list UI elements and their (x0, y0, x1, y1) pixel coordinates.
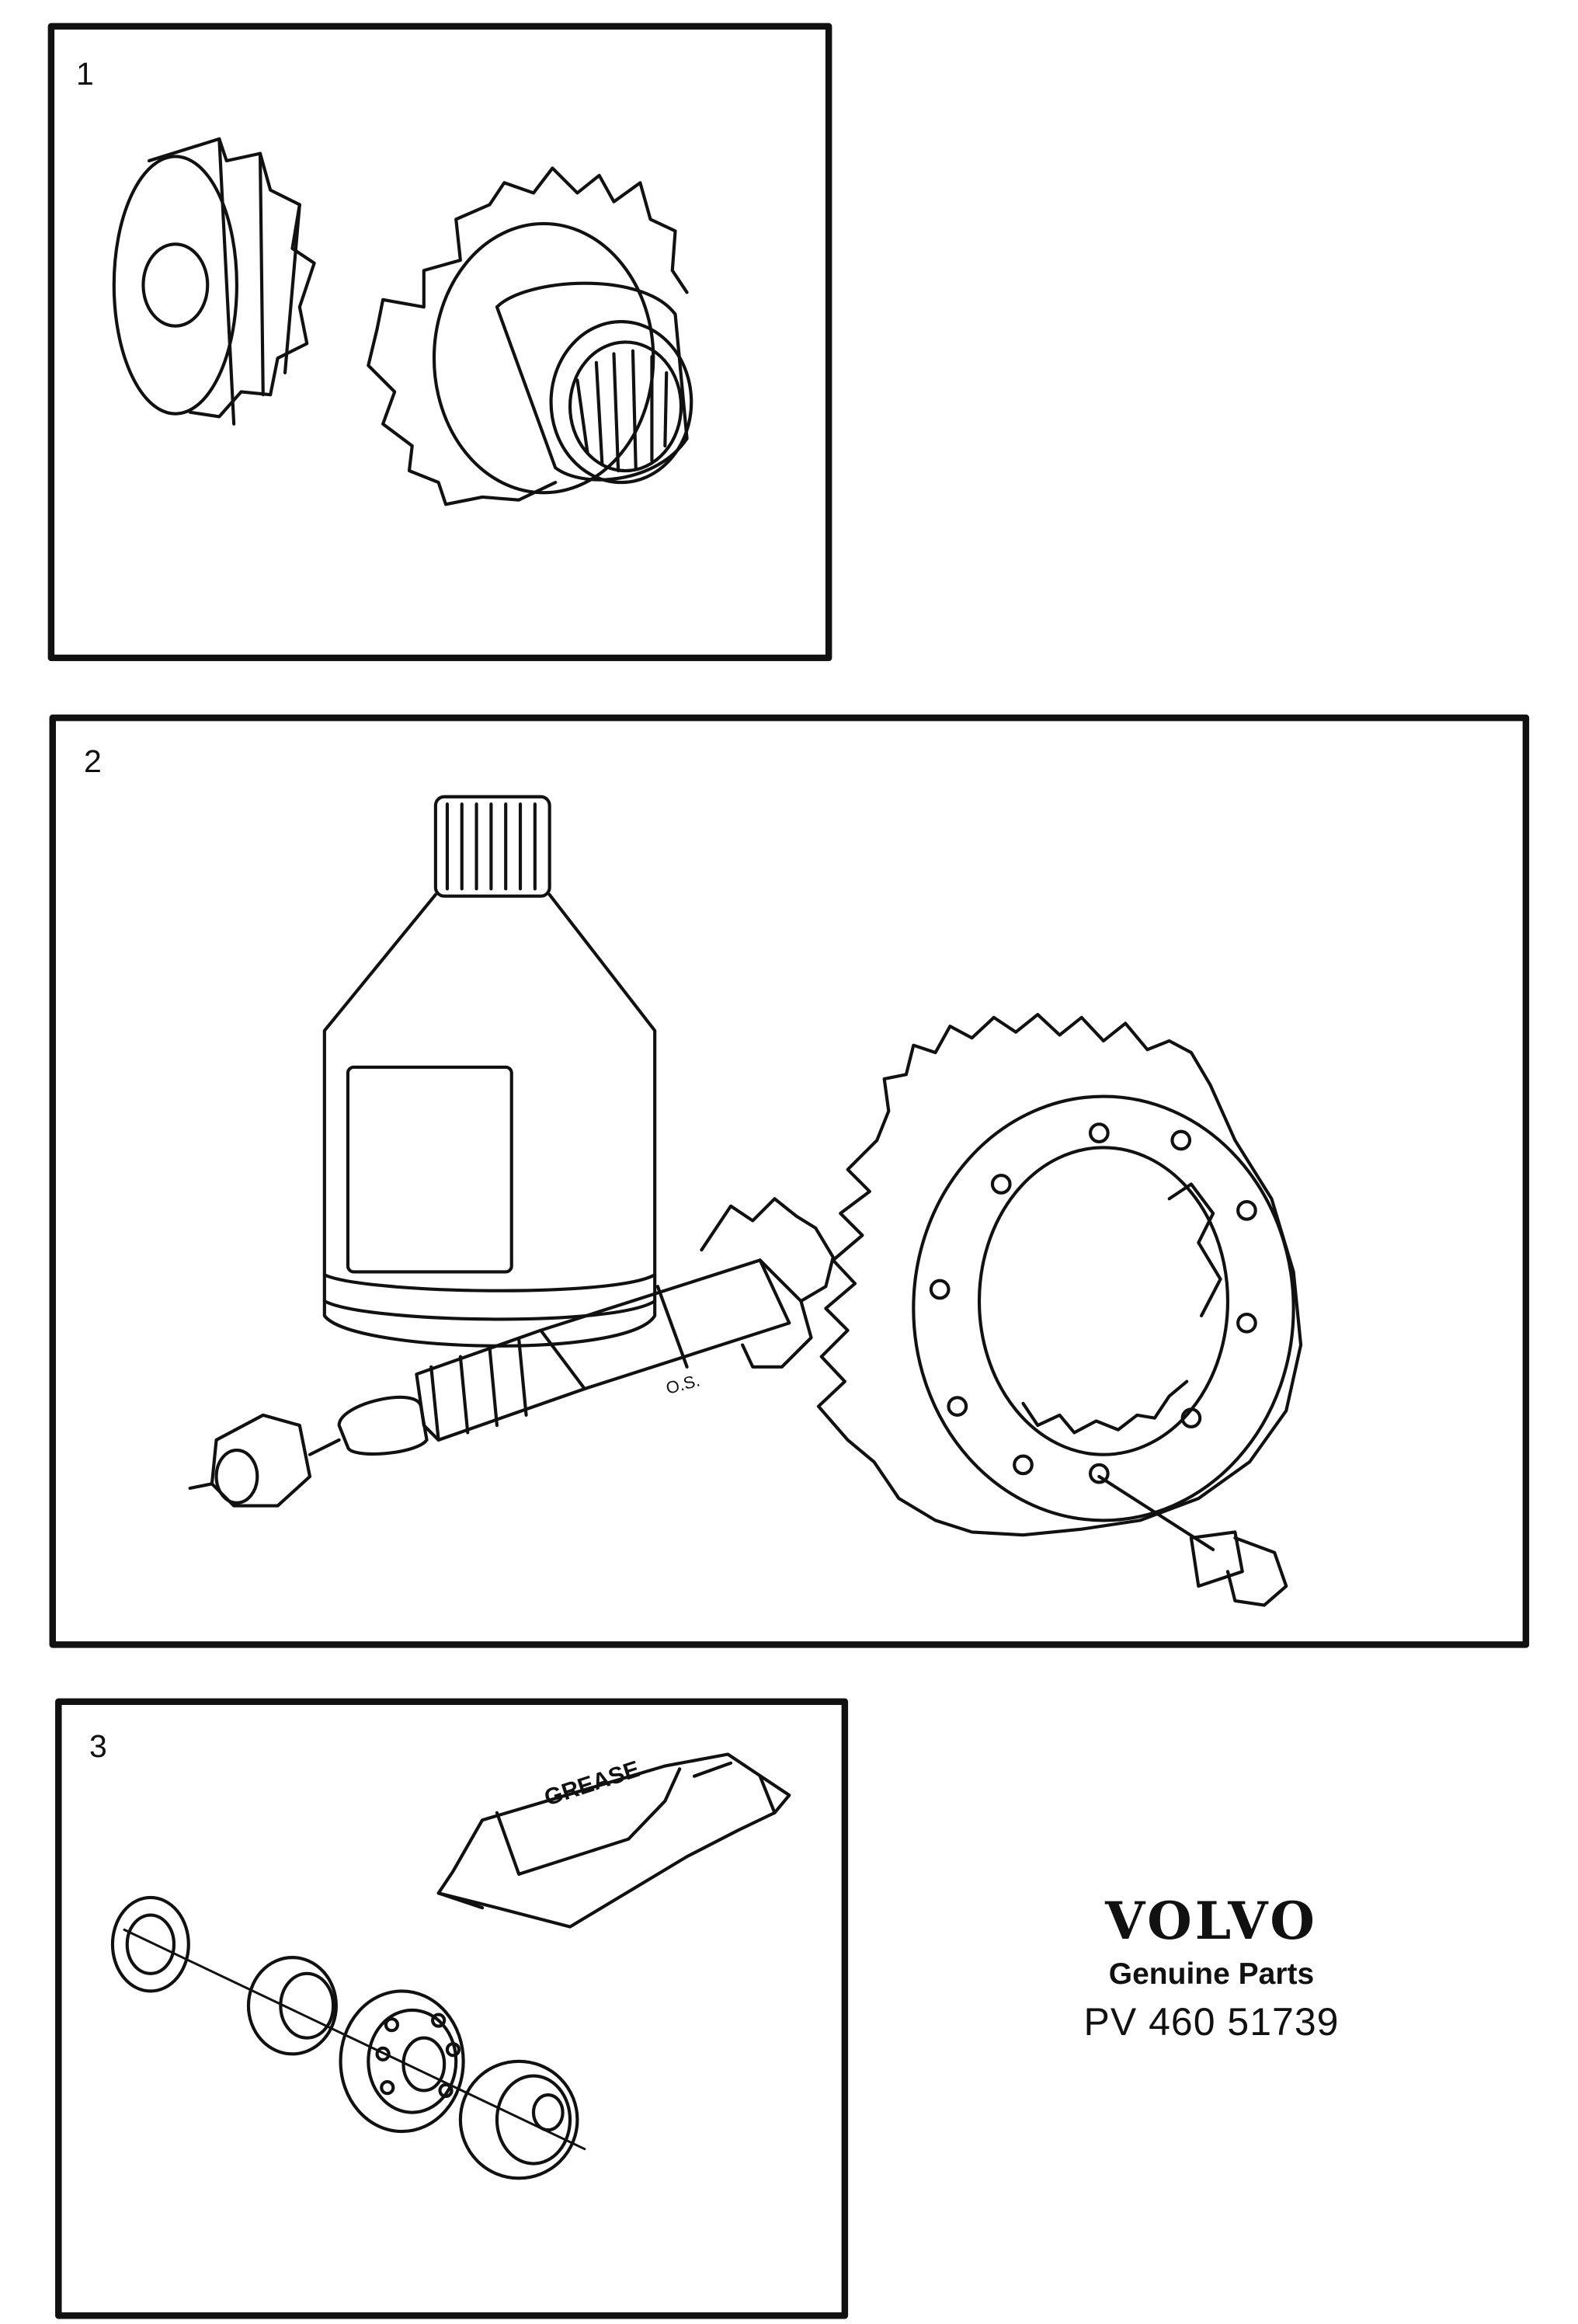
differential-pinion-gear (112, 137, 316, 426)
crown-ring-gear (816, 1013, 1303, 1552)
bearing-cup (246, 1956, 338, 2056)
oil-seal (110, 1895, 190, 1993)
oil-bottle (322, 795, 657, 1348)
roller-bearing (339, 1989, 465, 2134)
panel-1-number: 1 (76, 56, 94, 92)
ring-gear-bolt (1189, 1530, 1288, 1607)
panel-3-number: 3 (89, 1728, 107, 1764)
panel-1-frame (47, 23, 832, 662)
panel-2-number: 2 (84, 743, 102, 779)
brand-block: VOLVO Genuine Parts PV 460 51739 (1041, 1895, 1382, 2044)
bearing-cone (458, 2059, 579, 2180)
assembly-axis-line (123, 1928, 586, 2151)
pinion-nut (188, 1413, 341, 1508)
volvo-logo: VOLVO (1105, 1891, 1318, 1951)
brand-tagline: Genuine Parts (1108, 1957, 1315, 1991)
panel-2-frame (49, 714, 1530, 1648)
panel-3-frame (55, 1698, 849, 2319)
differential-side-gear (367, 166, 693, 506)
drive-pinion-shaft (337, 1197, 835, 1456)
grease-tube-label: GREASE (541, 1756, 643, 1811)
shaft-mark: O.S. (664, 1370, 702, 1398)
part-number: PV 460 51739 (1083, 2000, 1340, 2044)
grease-tube (436, 1752, 791, 1929)
